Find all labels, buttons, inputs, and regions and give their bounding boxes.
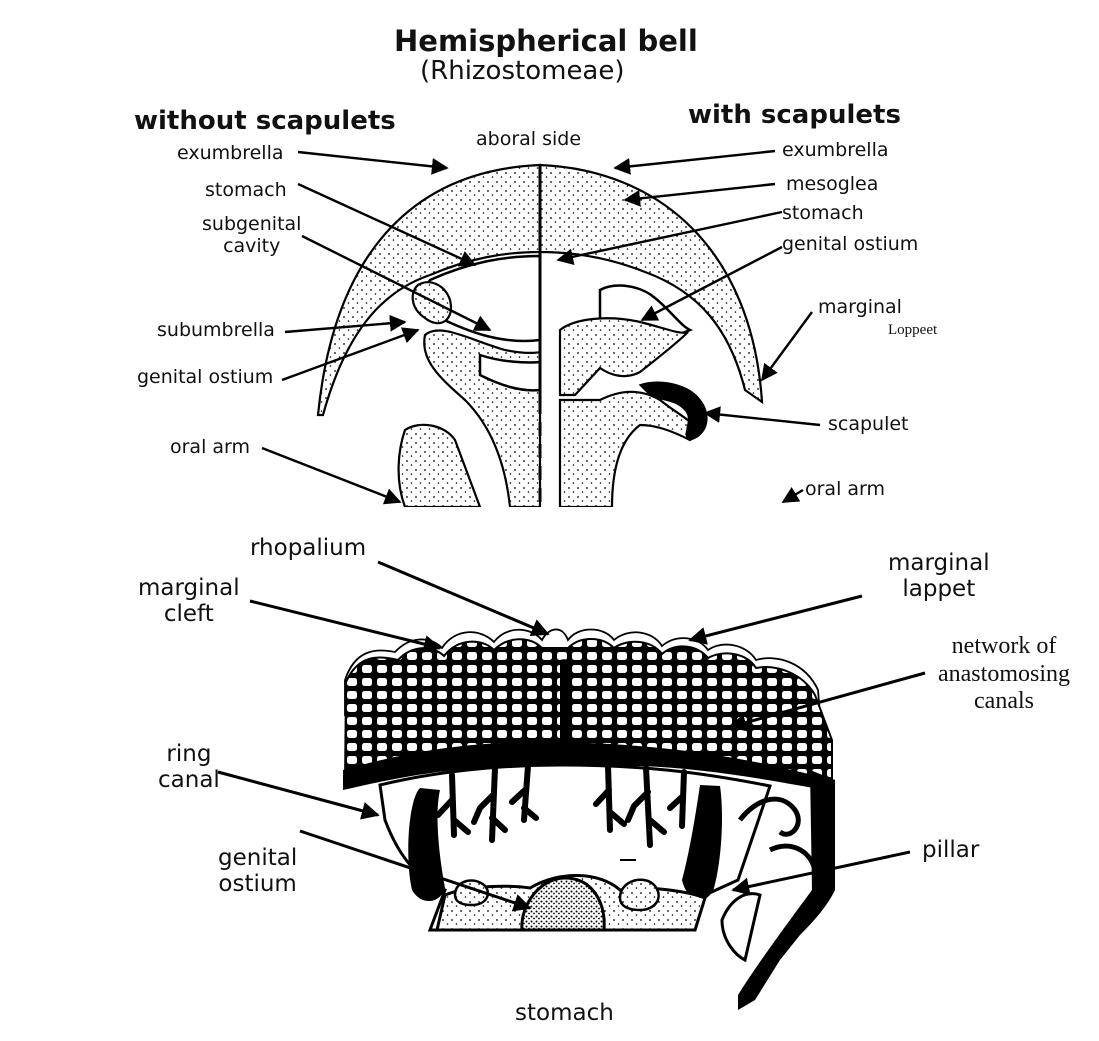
label-left-genital-ostium: genital ostium [137, 367, 273, 389]
bell-section [318, 165, 762, 507]
label-left-stomach: stomach [205, 180, 287, 202]
label-subumbrella: subumbrella [157, 320, 275, 342]
label-pillar: pillar [922, 837, 979, 863]
left-oral-arm [399, 425, 480, 507]
label-marginal-lappet: marginal lappet [888, 550, 990, 603]
label-ring-canal: ring canal [158, 741, 220, 794]
pillar-cut [722, 894, 760, 960]
lower-bell-view [343, 629, 835, 1010]
heading-with-scapulets: with scapulets [688, 101, 901, 131]
label-rhopalium: rhopalium [250, 535, 366, 561]
label-scapulet: scapulet [828, 414, 909, 436]
label-right-stomach: stomach [782, 203, 864, 225]
label-right-genital-ostium: genital ostium [782, 234, 918, 256]
label-aboral-side: aboral side [476, 129, 581, 151]
label-stomach-bottom: stomach [515, 1000, 614, 1026]
label-loppeet: Loppeet [888, 322, 937, 339]
label-subgenital-cavity: subgenital cavity [202, 214, 301, 258]
label-network-canals: network of anastomosing canals [938, 633, 1070, 716]
heading-without-scapulets: without scapulets [134, 107, 396, 137]
label-bottom-genital-ostium: genital ostium [218, 845, 297, 898]
page-title: Hemispherical bell [394, 25, 698, 58]
label-right-oral-arm: oral arm [805, 479, 885, 501]
page-subtitle: (Rhizostomeae) [420, 57, 625, 87]
label-marginal-cleft: marginal cleft [138, 575, 240, 628]
label-left-exumbrella: exumbrella [177, 143, 284, 165]
label-right-exumbrella: exumbrella [782, 140, 889, 162]
right-gonad-lobe [620, 880, 659, 910]
label-marginal: marginal [818, 297, 902, 319]
label-mesoglea: mesoglea [786, 174, 878, 196]
right-manubrium [560, 392, 700, 507]
label-left-oral-arm: oral arm [170, 437, 250, 459]
